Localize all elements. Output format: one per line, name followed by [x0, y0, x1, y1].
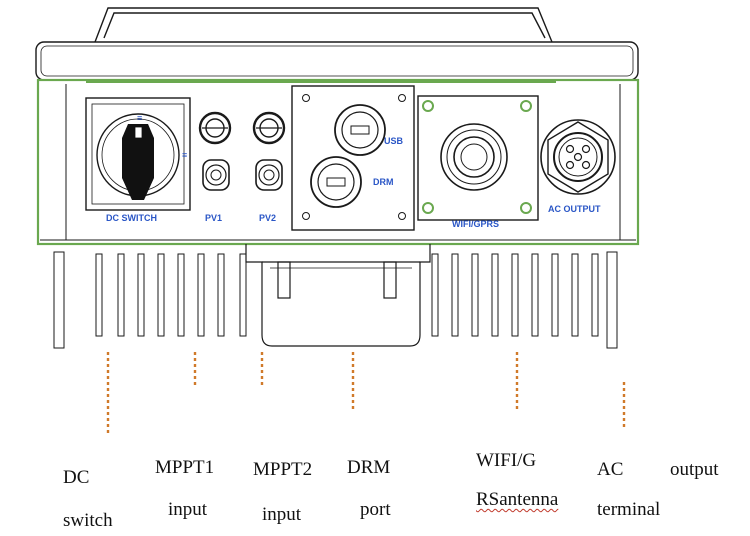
svg-text:≡: ≡ [182, 150, 187, 160]
bottom-cover [245, 244, 431, 347]
pv1-label: PV1 [205, 213, 222, 223]
pv2-label: PV2 [259, 213, 276, 223]
pv1-connectors[interactable]: PV1 [198, 111, 232, 223]
callout-wifi-line1: WIFI/G [476, 450, 537, 471]
callout-mppt1-line1: MPPT1 [155, 457, 215, 478]
callout-ac-line1a: AC [597, 459, 624, 480]
callout-wifi-line2: RSantenna [476, 489, 559, 510]
wifi-gprs-plate[interactable]: WIFI/GPRS [417, 95, 539, 229]
callout-drm-line2: port [360, 499, 391, 520]
inverter-lid [35, 7, 639, 81]
wifi-gprs-label: WIFI/GPRS [452, 219, 499, 229]
dc-switch[interactable]: ≡ ≡ DC SWITCH [85, 97, 191, 223]
drm-label: DRM [373, 177, 394, 187]
usb-label: USB [384, 136, 404, 146]
inverter-housing [36, 78, 640, 246]
dc-switch-label: DC SWITCH [106, 213, 157, 223]
leader-lines [106, 352, 626, 436]
callout-mppt2-line2: input [262, 504, 302, 525]
usb-drm-plate[interactable]: USB DRM [291, 85, 415, 231]
ac-output-label: AC OUTPUT [548, 204, 601, 214]
callout-dc-switch-line1: DC [63, 467, 90, 488]
callout-dc-switch-line2: switch [63, 510, 113, 531]
callout-mppt1-line2: input [168, 499, 208, 520]
heat-sink-fins [53, 251, 618, 349]
svg-text:≡: ≡ [137, 113, 142, 123]
callout-ac-line1b: output [670, 459, 719, 480]
callout-drm-line1: DRM [347, 457, 391, 478]
callout-ac-line2: terminal [597, 499, 661, 520]
pv2-connectors[interactable]: PV2 [252, 111, 286, 223]
ac-output-connector[interactable]: AC OUTPUT [540, 119, 616, 214]
callout-mppt2-line1: MPPT2 [253, 459, 313, 480]
